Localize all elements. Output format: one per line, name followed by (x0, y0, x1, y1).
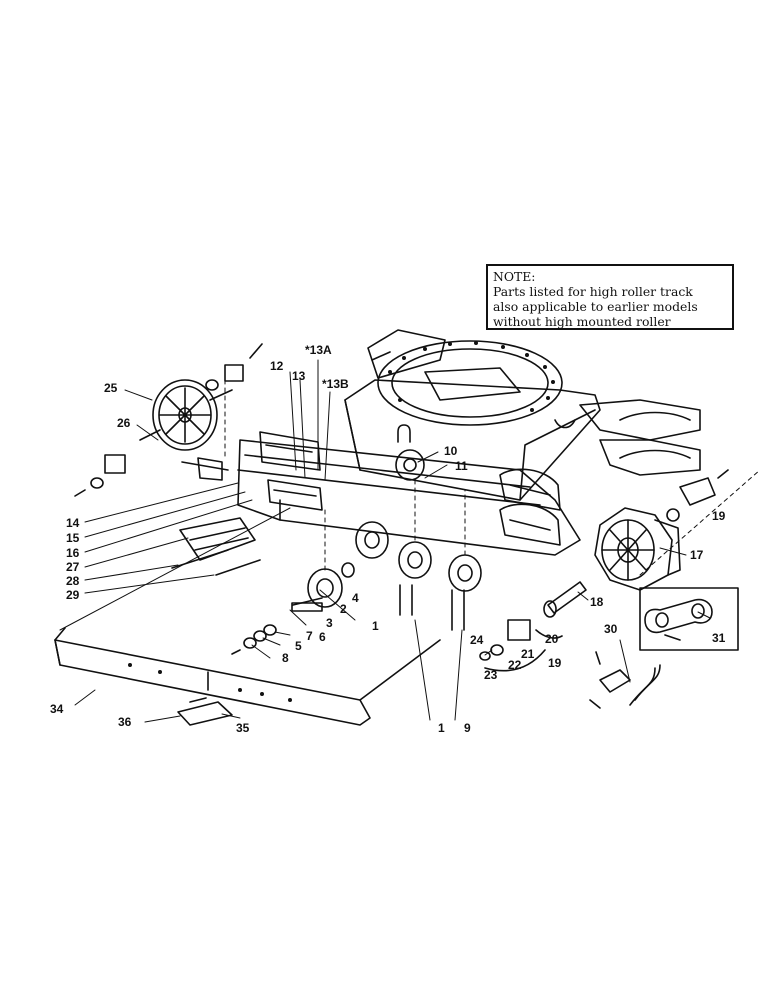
callout-7: 7 (306, 629, 313, 643)
callout-9: 9 (464, 721, 471, 735)
note-heading: NOTE: (493, 269, 536, 284)
carbody-center (344, 340, 601, 501)
callout-1-lower: 1 (438, 721, 445, 735)
note-line-3: without high mounted roller (493, 314, 671, 329)
callout-17: 17 (690, 548, 704, 562)
callout-5: 5 (295, 639, 302, 653)
callout-31: 31 (712, 631, 726, 645)
guide-bracket (177, 697, 233, 726)
callout-13b: *13B (322, 377, 349, 391)
rear-lug (666, 469, 729, 522)
idler-wheel (139, 379, 233, 451)
callout-15: 15 (66, 531, 80, 545)
callout-2: 2 (340, 602, 347, 616)
callout-25: 25 (104, 381, 118, 395)
callout-12: 12 (270, 359, 284, 373)
idler-end-yoke (259, 431, 323, 511)
track-rollers (355, 424, 482, 631)
note-line-2: also applicable to earlier models (493, 299, 698, 314)
leader-lines (59, 359, 711, 723)
callout-20: 20 (545, 632, 559, 646)
callout-6: 6 (319, 630, 326, 644)
track-link-detail (639, 587, 739, 651)
callout-19-upper: 19 (712, 509, 726, 523)
callout-4: 4 (352, 591, 359, 605)
crossbeam-lugs (367, 329, 701, 476)
callout-1-upper: 1 (372, 619, 379, 633)
callout-14: 14 (66, 516, 80, 530)
callout-18: 18 (590, 595, 604, 609)
callout-36: 36 (118, 715, 132, 729)
callout-22: 22 (508, 658, 522, 672)
callout-34: 34 (50, 702, 64, 716)
callout-8: 8 (282, 651, 289, 665)
roller-guard (171, 517, 261, 576)
callout-27: 27 (66, 560, 80, 574)
callout-24: 24 (470, 633, 484, 647)
note-line-1: Parts listed for high roller track (493, 284, 693, 299)
callout-35: 35 (236, 721, 250, 735)
callout-21: 21 (521, 647, 535, 661)
track-frame (237, 439, 581, 556)
callout-3: 3 (326, 616, 333, 630)
frame-side-lugs (499, 468, 561, 546)
callout-29: 29 (66, 588, 80, 602)
callout-10: 10 (444, 444, 458, 458)
callout-30: 30 (604, 622, 618, 636)
callout-26: 26 (117, 416, 131, 430)
callout-28: 28 (66, 574, 80, 588)
idler-hardware (74, 343, 263, 497)
note-box: NOTE: Parts listed for high roller track… (486, 264, 734, 330)
callout-11: 11 (455, 459, 468, 473)
callout-19-lower: 19 (548, 656, 562, 670)
roller-assembly (231, 562, 355, 655)
drive-tumbler (594, 507, 681, 591)
callout-16: 16 (66, 546, 80, 560)
callout-13a: *13A (305, 343, 332, 357)
dashed-guides (224, 379, 761, 576)
track-guide-rail (54, 627, 441, 726)
callout-13: 13 (292, 369, 306, 383)
callout-23: 23 (484, 668, 498, 682)
drive-shaft (479, 581, 587, 672)
